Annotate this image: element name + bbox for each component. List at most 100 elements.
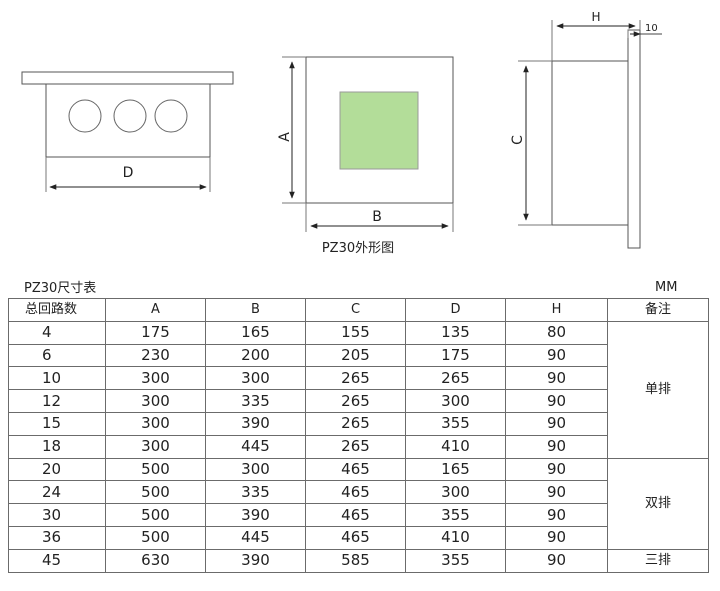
knockout-hole bbox=[154, 99, 188, 133]
cell-d: 165 bbox=[405, 457, 506, 482]
cell-d: 355 bbox=[405, 548, 506, 573]
cell-a: 300 bbox=[105, 366, 206, 391]
cell-a: 500 bbox=[105, 525, 206, 550]
table-row: 6 230 200 205 175 90 bbox=[8, 343, 709, 368]
cell-d: 410 bbox=[405, 434, 506, 459]
cell-c: 465 bbox=[305, 480, 406, 505]
side-view-flange bbox=[21, 71, 234, 85]
header-d: D bbox=[405, 298, 506, 322]
header-b: B bbox=[205, 298, 306, 322]
cell-h: 90 bbox=[505, 503, 608, 527]
cell-b: 390 bbox=[205, 503, 306, 527]
cell-a: 175 bbox=[105, 320, 206, 345]
cell-c: 265 bbox=[305, 434, 406, 459]
dimension-a-label: A bbox=[277, 132, 293, 142]
table-row: 18 300 445 265 410 90 bbox=[8, 434, 709, 459]
cell-h: 90 bbox=[505, 457, 608, 482]
profile-body bbox=[551, 60, 629, 226]
header-a: A bbox=[105, 298, 206, 322]
cell-h: 90 bbox=[505, 366, 608, 391]
table-row: 15 300 390 265 355 90 bbox=[8, 411, 709, 436]
front-view-caption: PZ30外形图 bbox=[322, 241, 394, 256]
cell-h: 90 bbox=[505, 434, 608, 459]
cell-note: 单排 bbox=[607, 320, 709, 459]
cell-d: 300 bbox=[405, 480, 506, 505]
cell-a: 500 bbox=[105, 457, 206, 482]
knockout-hole bbox=[113, 99, 147, 133]
table-row: 10 300 300 265 265 90 bbox=[8, 366, 709, 391]
table-row: 4 175 165 155 135 80 单排 bbox=[8, 320, 709, 459]
cell-b: 300 bbox=[205, 457, 306, 482]
cell-d: 265 bbox=[405, 366, 506, 391]
cell-circuits: 6 bbox=[8, 343, 106, 368]
cell-c: 155 bbox=[305, 320, 406, 345]
header-note: 备注 bbox=[607, 298, 709, 322]
table-header-row: 总回路数 A B C D H 备注 bbox=[8, 298, 709, 322]
cell-circuits: 20 bbox=[8, 457, 106, 482]
cell-a: 500 bbox=[105, 480, 206, 505]
cell-h: 90 bbox=[505, 548, 608, 573]
header-circuits: 总回路数 bbox=[8, 298, 106, 322]
cell-c: 265 bbox=[305, 389, 406, 413]
cell-h: 90 bbox=[505, 411, 608, 436]
profile-view: C H 10 bbox=[510, 10, 662, 249]
table-row: 12 300 335 265 300 90 bbox=[8, 389, 709, 413]
cell-c: 265 bbox=[305, 366, 406, 391]
cell-circuits: 12 bbox=[8, 389, 106, 413]
knockout-hole bbox=[68, 99, 102, 133]
cell-c: 465 bbox=[305, 503, 406, 527]
table-row: 36 500 445 465 410 90 bbox=[8, 525, 709, 550]
table-title: PZ30尺寸表 bbox=[24, 281, 97, 296]
cell-circuits: 15 bbox=[8, 411, 106, 436]
cell-a: 300 bbox=[105, 411, 206, 436]
table-row: 30 500 390 465 355 90 bbox=[8, 503, 709, 527]
header-h: H bbox=[505, 298, 608, 322]
cell-circuits: 45 bbox=[8, 548, 106, 573]
cell-h: 90 bbox=[505, 389, 608, 413]
window-cutout bbox=[339, 91, 419, 170]
cell-d: 355 bbox=[405, 411, 506, 436]
cell-circuits: 36 bbox=[8, 525, 106, 550]
cell-a: 230 bbox=[105, 343, 206, 368]
cell-note: 双排 bbox=[607, 457, 709, 550]
cell-circuits: 30 bbox=[8, 503, 106, 527]
cell-h: 90 bbox=[505, 525, 608, 550]
cell-circuits: 24 bbox=[8, 480, 106, 505]
cell-c: 205 bbox=[305, 343, 406, 368]
cell-d: 135 bbox=[405, 320, 506, 345]
cell-c: 585 bbox=[305, 548, 406, 573]
cell-b: 335 bbox=[205, 389, 306, 413]
dimension-10-label: 10 bbox=[645, 23, 658, 34]
cell-b: 165 bbox=[205, 320, 306, 345]
cell-d: 300 bbox=[405, 389, 506, 413]
cell-b: 335 bbox=[205, 480, 306, 505]
cell-d: 355 bbox=[405, 503, 506, 527]
cell-c: 465 bbox=[305, 457, 406, 482]
unit-label: MM bbox=[655, 280, 678, 295]
cell-h: 80 bbox=[505, 320, 608, 345]
front-view: A B PZ30外形图 bbox=[277, 56, 454, 256]
cell-a: 500 bbox=[105, 503, 206, 527]
cell-c: 265 bbox=[305, 411, 406, 436]
cell-b: 390 bbox=[205, 548, 306, 573]
table-row: 24 500 335 465 300 90 bbox=[8, 480, 709, 505]
cell-c: 465 bbox=[305, 525, 406, 550]
dimension-c-label: C bbox=[510, 135, 526, 145]
table-row: 45 630 390 585 355 90 三排 bbox=[8, 548, 709, 573]
dimension-h-label: H bbox=[591, 10, 600, 24]
cell-d: 175 bbox=[405, 343, 506, 368]
cell-circuits: 18 bbox=[8, 434, 106, 459]
cell-b: 390 bbox=[205, 411, 306, 436]
cell-circuits: 4 bbox=[8, 320, 106, 345]
cell-b: 200 bbox=[205, 343, 306, 368]
cell-h: 90 bbox=[505, 480, 608, 505]
table-row: 20 500 300 465 165 90 双排 bbox=[8, 457, 709, 550]
header-c: C bbox=[305, 298, 406, 322]
dimension-drawings: D A B PZ30外形图 C H 10 bbox=[21, 10, 662, 256]
profile-face-plate bbox=[627, 29, 641, 249]
side-view: D bbox=[21, 71, 234, 192]
cell-d: 410 bbox=[405, 525, 506, 550]
cell-b: 445 bbox=[205, 434, 306, 459]
dimension-table: 总回路数 A B C D H 备注 4 175 165 155 135 80 单… bbox=[8, 298, 709, 573]
cell-a: 300 bbox=[105, 389, 206, 413]
